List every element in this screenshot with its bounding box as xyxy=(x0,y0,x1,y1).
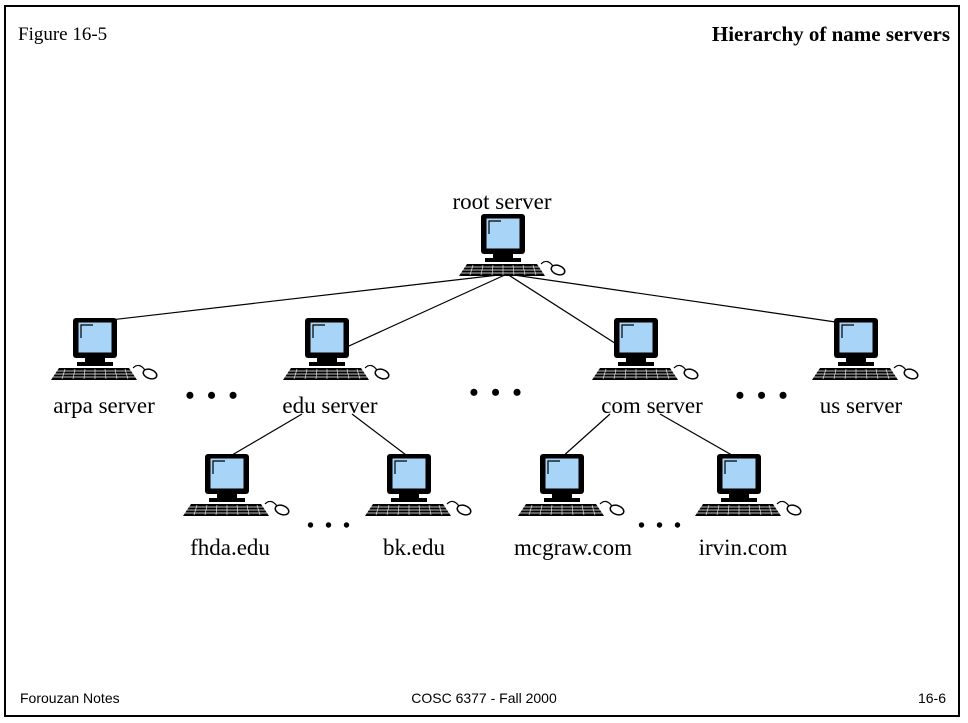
edu-server-computer-icon xyxy=(282,317,391,382)
ellipsis-mcgraw-irvin: • • • xyxy=(637,515,685,537)
connection-lines xyxy=(92,273,857,459)
edu-server-label: edu server xyxy=(282,393,378,418)
link-root-com xyxy=(506,273,636,357)
us-server-computer-icon xyxy=(811,317,920,382)
com-server-label: com server xyxy=(601,393,703,418)
link-root-edu xyxy=(326,273,508,357)
footer-right: 16-6 xyxy=(917,690,946,706)
link-com-mcgraw xyxy=(560,413,611,459)
footer-center: COSC 6377 - Fall 2000 xyxy=(411,690,557,706)
link-edu-bk xyxy=(351,413,411,459)
link-root-arpa xyxy=(92,273,508,323)
us-server-label: us server xyxy=(819,393,903,418)
root-server-label: root server xyxy=(452,189,552,214)
footer-left: Forouzan Notes xyxy=(20,690,120,706)
arpa-server-computer-icon xyxy=(50,317,159,382)
arpa-server-label: arpa server xyxy=(53,393,155,418)
mcgraw-label: mcgraw.com xyxy=(514,535,632,560)
figure-title: Hierarchy of name servers xyxy=(711,22,950,46)
ellipsis-arpa-edu: • • • xyxy=(185,381,241,410)
irvin-label: irvin.com xyxy=(698,535,788,560)
slide-frame xyxy=(4,5,960,717)
link-root-us xyxy=(506,273,857,326)
fhda-computer-icon xyxy=(182,453,291,518)
figure-number: Figure 16-5 xyxy=(18,24,108,45)
bk-computer-icon xyxy=(364,453,473,518)
link-edu-fhda xyxy=(226,413,303,459)
ellipsis-com-us: • • • xyxy=(735,381,791,410)
ellipsis-fhda-bk: • • • xyxy=(306,515,354,537)
link-com-irvin xyxy=(659,413,738,459)
bk-label: bk.edu xyxy=(383,535,445,560)
irvin-computer-icon xyxy=(694,453,803,518)
com-server-computer-icon xyxy=(591,317,700,382)
mcgraw-computer-icon xyxy=(517,453,626,518)
fhda-label: fhda.edu xyxy=(190,535,270,560)
ellipsis-edu-com: • • • xyxy=(469,378,525,407)
root-server-computer-icon xyxy=(458,213,567,278)
